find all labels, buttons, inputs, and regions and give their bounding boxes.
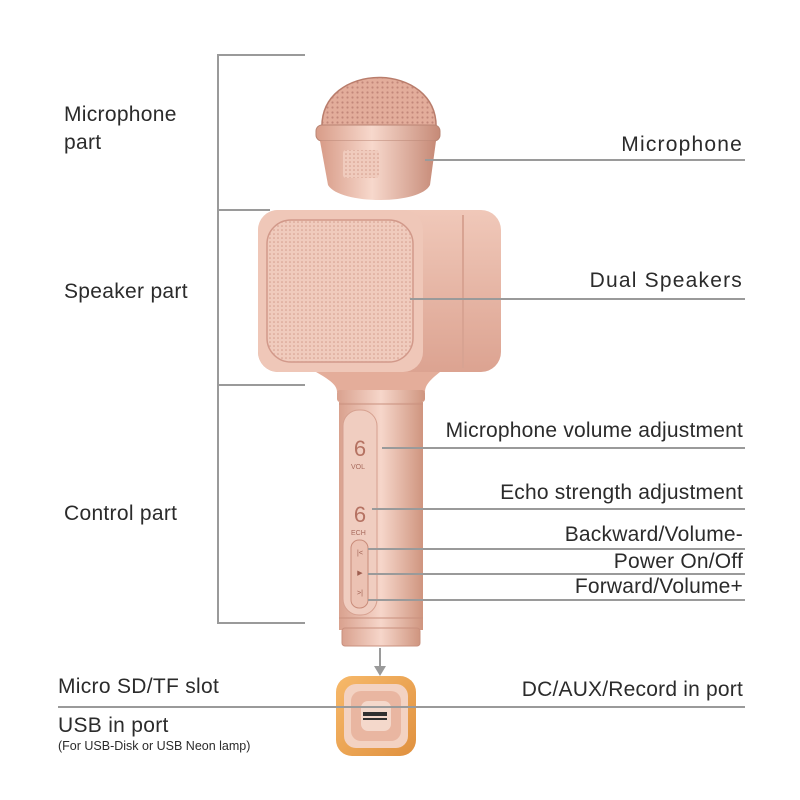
callout-dual-speakers: Dual Speakers [589,269,743,292]
knob-vol-label: VOL [351,464,366,471]
svg-text:|<: |< [357,550,363,557]
section-label-speaker: Speaker part [64,280,188,303]
svg-text:>|: >| [357,590,363,597]
bottom-port-box [336,676,416,756]
down-arrow [374,648,386,676]
section-label-microphone-line2: part [64,131,102,154]
label-usb-port: USB in port [58,714,169,737]
svg-text:6: 6 [354,436,366,461]
callout-power: Power On/Off [613,550,743,573]
leader-lines [58,159,745,708]
section-label-microphone: Microphone part [64,101,177,157]
callout-mic-volume: Microphone volume adjustment [445,419,743,442]
callout-dc-aux: DC/AUX/Record in port [521,678,743,701]
knob-ech-label: ECH [351,530,366,537]
callout-echo: Echo strength adjustment [500,481,743,504]
svg-text:6: 6 [354,502,366,527]
callout-microphone: Microphone [621,133,743,156]
handle: 6 6 |< ▶ >| [316,372,440,647]
speaker-block [258,210,501,372]
section-bracket [217,54,305,624]
label-usb-note: (For USB-Disk or USB Neon lamp) [58,739,251,753]
section-label-microphone-line1: Microphone [64,103,177,126]
label-sd-slot: Micro SD/TF slot [58,675,220,698]
callout-backward: Backward/Volume- [564,523,743,546]
callout-forward: Forward/Volume+ [574,575,743,598]
microphone-head [315,76,441,200]
section-label-control: Control part [64,502,178,525]
svg-text:▶: ▶ [357,570,363,577]
